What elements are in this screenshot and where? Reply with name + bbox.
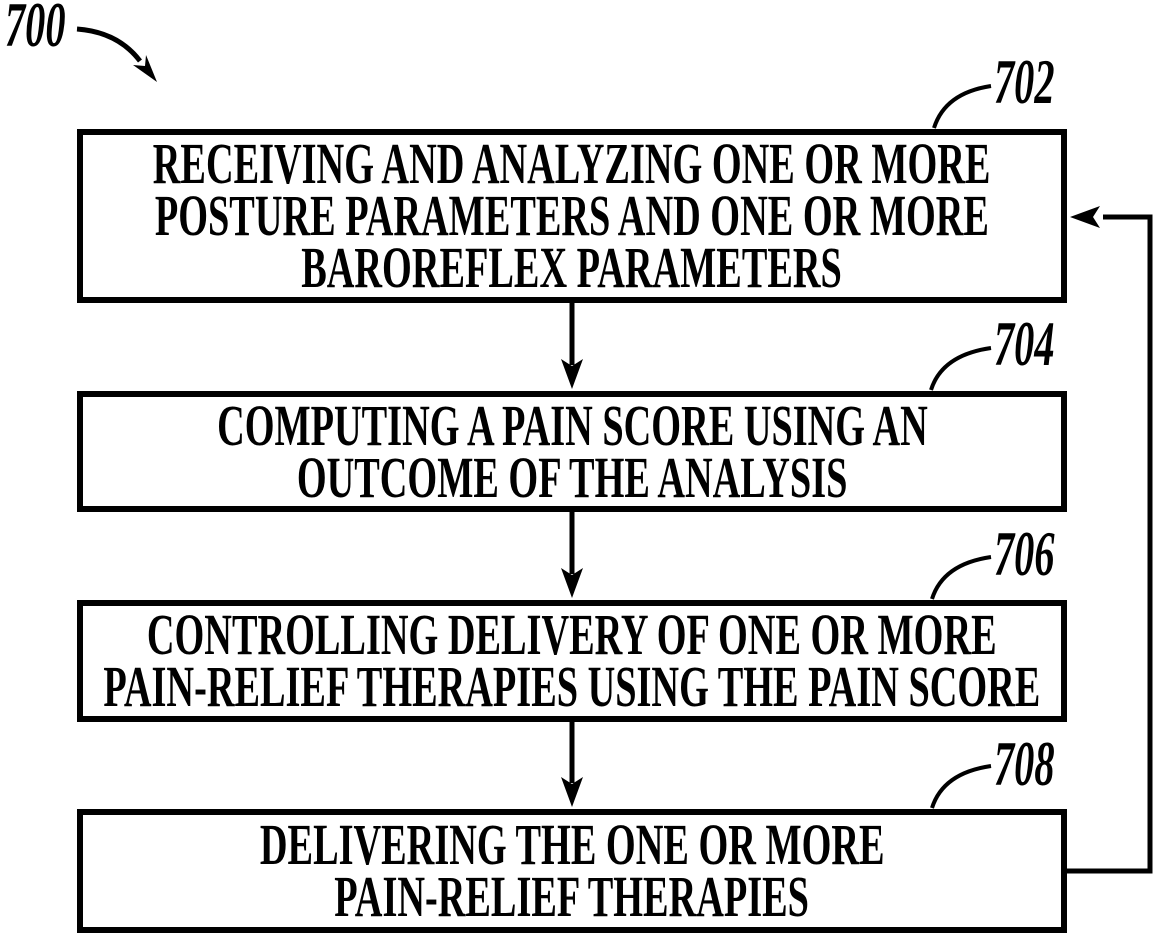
feedback-arrow-708-to-702 — [1067, 206, 1153, 874]
figure-pointer-arrow — [76, 26, 157, 82]
flow-step-box-706: CONTROLLING DELIVERY OF ONE OR MORE PAIN… — [77, 600, 1067, 722]
down-arrowhead-icon — [561, 359, 583, 389]
leader-line-704 — [929, 346, 992, 391]
ref-label-702: 702 — [994, 46, 1055, 117]
step-706-text-line-2: PAIN-RELIEF THERAPIES USING THE PAIN SCO… — [103, 654, 1041, 719]
flow-arrow-702-to-704 — [561, 303, 583, 389]
step-704-text-line-2: OUTCOME OF THE ANALYSIS — [296, 444, 848, 510]
step-706-text-line-1: CONTROLLING DELIVERY OF ONE OR MORE — [147, 602, 997, 667]
step-702-text-line-1: RECEIVING AND ANALYZING ONE OR MORE — [153, 131, 991, 196]
left-arrowhead-icon — [1070, 206, 1100, 228]
flow-step-box-708: DELIVERING THE ONE OR MORE PAIN-RELIEF T… — [77, 809, 1067, 933]
down-arrowhead-icon — [561, 777, 583, 807]
ref-label-704: 704 — [994, 308, 1055, 379]
figure-pointer-arrowhead-icon — [133, 55, 157, 82]
step-702-text-line-3: BAROREFLEX PARAMETERS — [301, 235, 843, 300]
leader-line-708 — [930, 764, 992, 809]
flow-step-box-702: RECEIVING AND ANALYZING ONE OR MORE POST… — [77, 129, 1067, 303]
flow-step-box-704: COMPUTING A PAIN SCORE USING AN OUTCOME … — [77, 391, 1067, 512]
step-708-text-line-2: PAIN-RELIEF THERAPIES — [334, 864, 810, 929]
ref-label-706: 706 — [994, 518, 1055, 589]
down-arrowhead-icon — [561, 568, 583, 598]
step-704-text-line-1: COMPUTING A PAIN SCORE USING AN — [216, 392, 928, 458]
ref-label-708: 708 — [994, 728, 1055, 799]
figure-pointer-shaft — [76, 26, 142, 63]
step-708-text-line-1: DELIVERING THE ONE OR MORE — [259, 812, 885, 877]
figure-reference-label: 700 — [5, 0, 66, 60]
flow-arrow-704-to-706 — [561, 512, 583, 598]
leader-line-706 — [930, 555, 992, 600]
feedback-shaft — [1067, 214, 1153, 874]
leader-line-702 — [932, 84, 992, 129]
step-702-text-line-2: POSTURE PARAMETERS AND ONE OR MORE — [154, 183, 990, 248]
flow-arrow-706-to-708 — [561, 722, 583, 807]
